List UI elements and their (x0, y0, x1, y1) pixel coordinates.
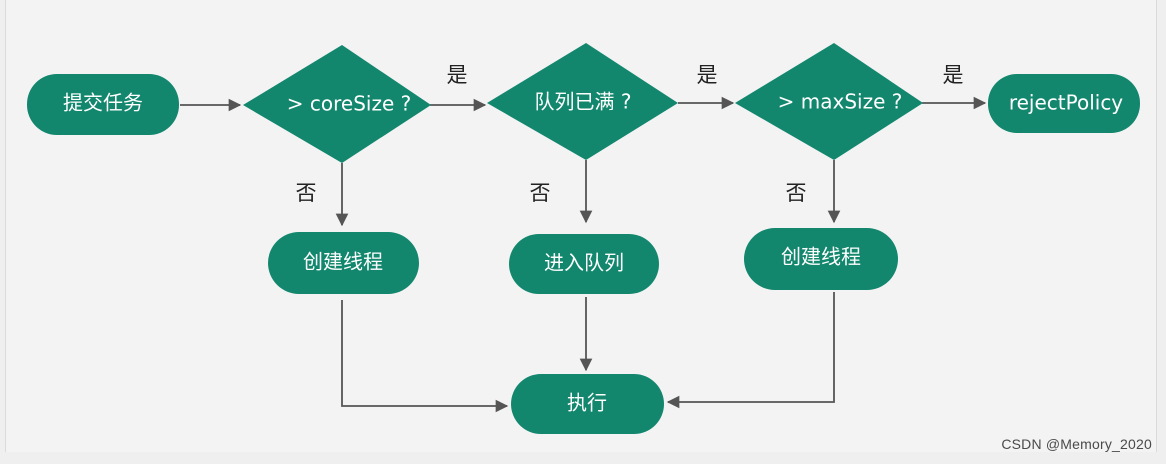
yes-label-3: 是 (943, 63, 964, 87)
max-size-label: > maxSize ? (778, 90, 903, 114)
create-thread-node-2 (744, 228, 898, 290)
submit-task-node (27, 74, 179, 135)
edge-create1-to-execute (341, 300, 509, 413)
yes-label-1: 是 (447, 63, 468, 87)
enter-queue-label: 进入队列 (544, 251, 624, 275)
no-label-2: 否 (530, 181, 551, 205)
core-size-decision (243, 45, 431, 163)
submit-task-label: 提交任务 (63, 91, 143, 115)
create-thread-node-1 (268, 232, 419, 294)
no-label-3: 否 (786, 181, 807, 205)
reject-policy-label: rejectPolicy (1009, 91, 1123, 115)
reject-policy-node (988, 74, 1140, 133)
edges (180, 96, 987, 413)
nodes: 提交任务 > coreSize ? 队列已满 ? > maxSize ? rej… (27, 43, 1140, 434)
edge-create2-to-execute (666, 292, 835, 409)
queue-full-decision (487, 43, 678, 160)
edge-labels: 是 是 是 否 否 否 (296, 63, 964, 205)
yes-label-2: 是 (697, 63, 718, 87)
execute-node (511, 374, 664, 434)
core-size-label: > coreSize ? (287, 92, 411, 116)
enter-queue-node (509, 234, 659, 294)
max-size-decision (735, 43, 923, 160)
create-thread-label-1: 创建线程 (303, 250, 383, 274)
execute-label: 执行 (567, 391, 607, 415)
watermark-text: CSDN @Memory_2020 (1001, 436, 1152, 452)
create-thread-label-2: 创建线程 (781, 245, 861, 269)
no-label-1: 否 (296, 181, 317, 205)
queue-full-label: 队列已满 ? (535, 90, 632, 114)
